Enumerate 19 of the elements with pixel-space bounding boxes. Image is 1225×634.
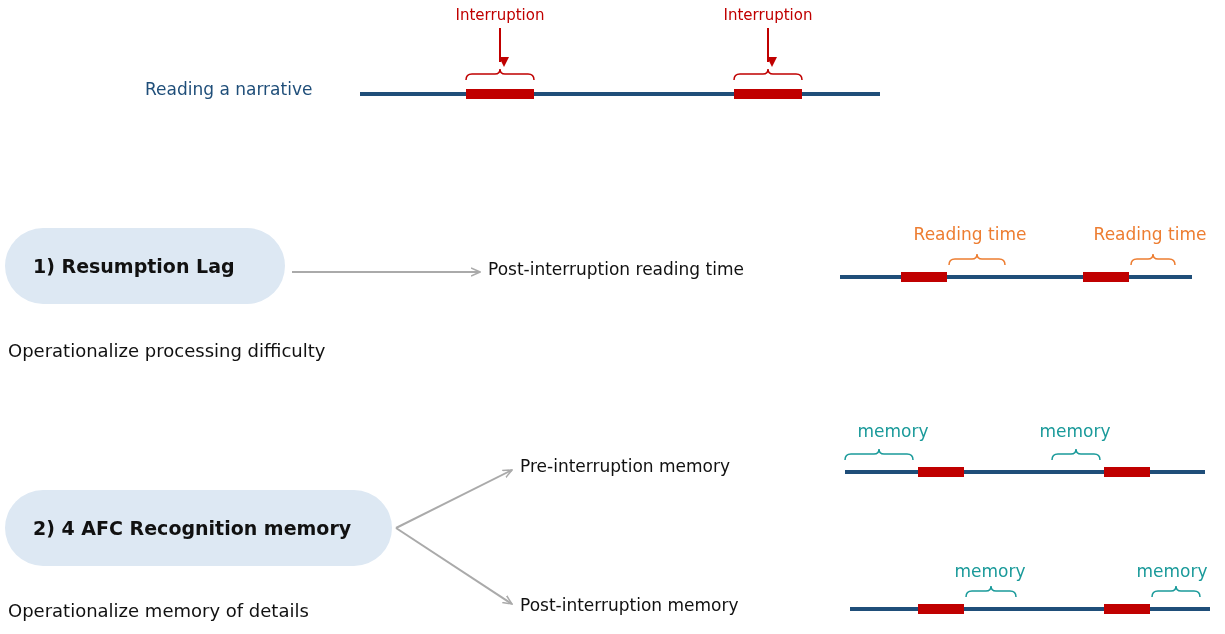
measure-text: Post-interruption memory	[520, 595, 739, 615]
arrow	[395, 469, 513, 529]
interval-label: Reading time	[1093, 224, 1207, 244]
note-text: Operationalize processing difficulty	[8, 340, 326, 361]
interval-label: memory	[1039, 421, 1111, 441]
interruption-label: Interruption	[455, 6, 545, 24]
interruption-label: Interruption	[723, 6, 813, 24]
measure-text: Post-interruption reading time	[488, 259, 744, 279]
interval-label: memory	[857, 421, 929, 441]
timeline-label: Reading a narrative	[145, 79, 313, 99]
interval-label: Reading time	[913, 224, 1027, 244]
note-text: Operationalize memory of details	[8, 600, 309, 621]
arrow	[291, 267, 481, 277]
arrow	[395, 527, 513, 605]
interval-label: memory	[1136, 561, 1208, 581]
measure-text: Pre-interruption memory	[520, 456, 731, 476]
method-pill: 1) Resumption Lag	[5, 228, 285, 304]
method-pill: 2) 4 AFC Recognition memory	[5, 490, 392, 566]
interval-label: memory	[954, 561, 1026, 581]
